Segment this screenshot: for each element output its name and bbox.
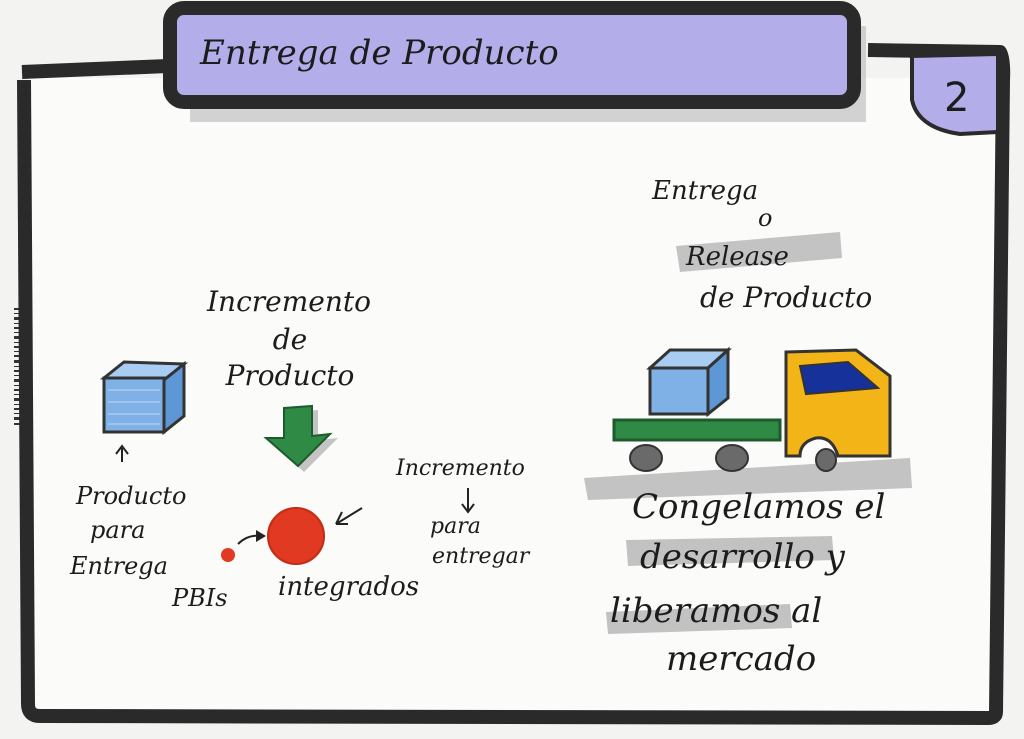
page-number-tab [910, 51, 1000, 137]
release-label-line4: de Producto [700, 281, 873, 314]
delivery-truck [612, 346, 892, 472]
box-label-line1: Producto [76, 482, 187, 510]
deliver-label-line1: Incremento [396, 456, 525, 481]
page-title: Entrega de Producto [200, 33, 559, 73]
integrated-label: integrados [278, 572, 420, 602]
header-banner [163, 1, 861, 109]
increment-label-line1: Incremento [207, 285, 371, 318]
product-cube [99, 360, 189, 436]
left-arrow-icon [335, 507, 363, 525]
freeze-text-line3: liberamos al [610, 591, 823, 631]
card-frame [17, 43, 1011, 725]
deliver-label-line2: para [430, 514, 481, 539]
release-label-line3: Release [686, 242, 789, 272]
freeze-text-line2: desarrollo y [640, 537, 845, 577]
pbis-label: PBIs [172, 584, 228, 612]
deliver-label-line3: entregar [432, 544, 530, 569]
freeze-text-line1: Congelamos el [632, 487, 886, 527]
page-number: 2 [944, 75, 970, 121]
integrated-ball [267, 507, 325, 565]
box-label-line3: Entrega [70, 552, 168, 580]
release-label-line2: o [758, 204, 773, 232]
pbi-arrowhead-icon [256, 530, 266, 542]
increment-label-line2: de [272, 323, 308, 356]
increment-label-line3: Producto [225, 359, 355, 392]
box-label-line2: para [90, 516, 146, 544]
down-arrow-icon [263, 404, 338, 472]
freeze-text-line4: mercado [666, 639, 817, 679]
up-arrow-icon [115, 444, 129, 462]
pbi-dot [221, 548, 235, 562]
small-down-arrow-icon [461, 488, 475, 514]
release-label-line1: Entrega [652, 176, 759, 206]
